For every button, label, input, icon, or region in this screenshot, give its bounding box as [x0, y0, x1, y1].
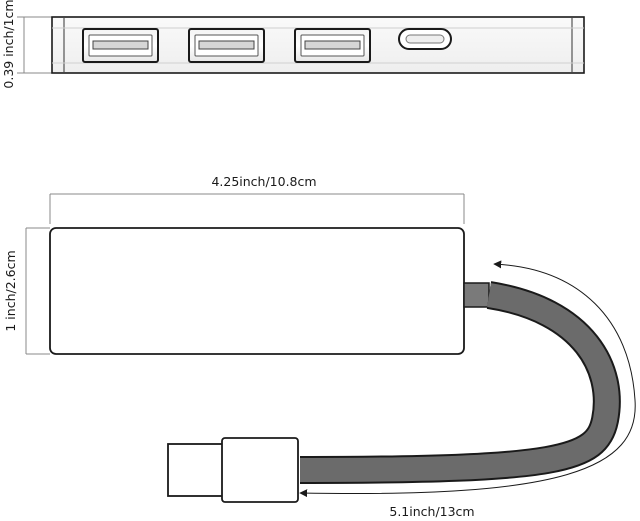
usb-a-port — [294, 28, 371, 63]
usb-a-port — [188, 28, 265, 63]
hub-top-view: 4.25inch/10.8cm 1 inch/2.6cm 5.1inch/13c… — [3, 174, 636, 519]
length-dimension-line — [49, 193, 465, 224]
usb-a-port — [82, 28, 159, 63]
width-dimension-line — [25, 227, 50, 355]
thickness-dimension-line — [17, 16, 52, 74]
cable-length-label: 5.1inch/13cm — [389, 504, 474, 519]
type-c-port — [398, 28, 452, 50]
thickness-label: 0.39 inch/1cm — [1, 0, 16, 89]
length-label: 4.25inch/10.8cm — [211, 174, 316, 189]
width-label: 1 inch/2.6cm — [3, 250, 18, 331]
hub-body — [49, 227, 465, 355]
cable-strain-relief — [463, 282, 490, 308]
usb-a-plug — [167, 437, 299, 503]
cable-length-arrow — [299, 260, 636, 498]
hub-side-view: 0.39 inch/1cm — [1, 0, 585, 89]
